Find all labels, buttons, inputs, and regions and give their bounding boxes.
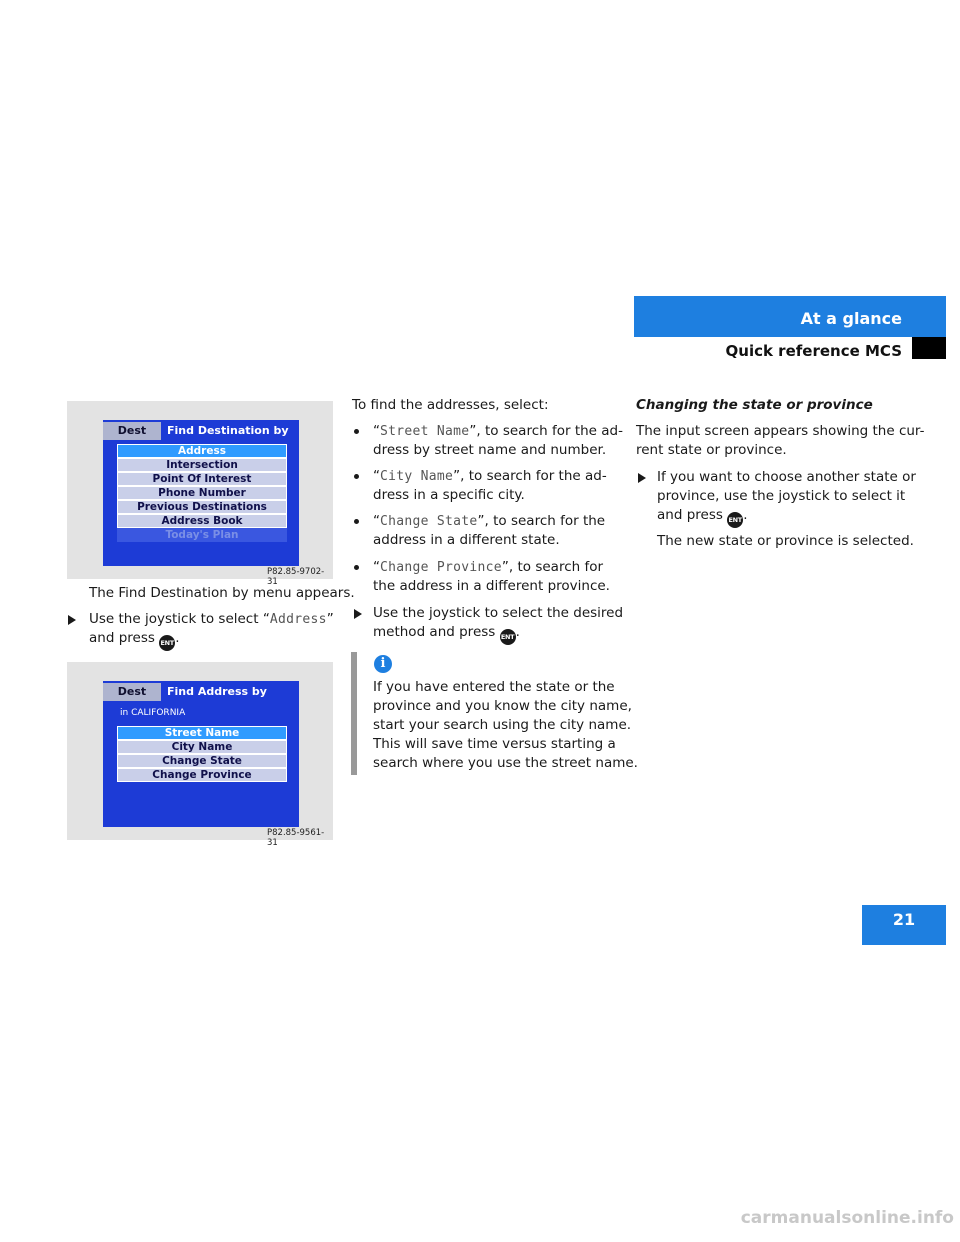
bullet-icon xyxy=(354,565,359,570)
step-3-line-2: province, use the joystick to select it xyxy=(657,488,906,504)
step-3-line-3: and press ENT. xyxy=(657,506,747,528)
page-number-box xyxy=(862,905,946,945)
menu-item-phone[interactable]: Phone Number xyxy=(117,486,287,500)
header-tab xyxy=(634,296,946,337)
ent-button-icon: ENT xyxy=(727,512,744,528)
option-change-province-desc: the address in a different province. xyxy=(373,578,610,594)
step-3-result: The new state or province is selected. xyxy=(657,533,914,549)
menu-item-change-province[interactable]: Change Province xyxy=(117,768,287,782)
intro-text: To find the addresses, select: xyxy=(352,397,549,413)
step-1-line-2: and press ENT. xyxy=(89,629,179,651)
menu-item-address-book[interactable]: Address Book xyxy=(117,514,287,528)
menu-item-previous[interactable]: Previous Destinations xyxy=(117,500,287,514)
figure-code: P82.85-9561-31 xyxy=(267,828,325,848)
step-arrow-icon xyxy=(638,473,646,483)
right-para-line-2: rent state or province. xyxy=(636,442,787,458)
section-title: At a glance xyxy=(800,309,902,328)
bullet-icon xyxy=(354,474,359,479)
nav-screen: Dest Find Address by in CALIFORNIA Stree… xyxy=(103,681,299,827)
caption-1: The Find Destination by menu appears. xyxy=(89,585,355,601)
header-marker xyxy=(912,337,946,359)
watermark: carmanualsonline.info xyxy=(740,1208,954,1228)
menu-item-poi[interactable]: Point Of Interest xyxy=(117,472,287,486)
menu-item-street-name[interactable]: Street Name xyxy=(117,726,287,740)
info-line-5: search where you use the street name. xyxy=(373,755,638,771)
info-line-1: If you have entered the state or the xyxy=(373,679,615,695)
dest-tab: Dest xyxy=(103,422,161,440)
option-change-state-desc: address in a different state. xyxy=(373,532,560,548)
menu-item-intersection[interactable]: Intersection xyxy=(117,458,287,472)
menu-item-address[interactable]: Address xyxy=(117,444,287,458)
bullet-icon xyxy=(354,429,359,434)
menu-item-city-name[interactable]: City Name xyxy=(117,740,287,754)
step-1-line-1: Use the joystick to select “Address” xyxy=(89,611,334,627)
right-para-line-1: The input screen appears showing the cur… xyxy=(636,423,925,439)
info-line-3: start your search using the city name. xyxy=(373,717,632,733)
figure-code: P82.85-9702-31 xyxy=(267,567,325,587)
step-2-line-2: method and press ENT. xyxy=(373,623,520,645)
figure-find-destination: Dest Find Destination by Address Interse… xyxy=(67,401,333,587)
info-icon: i xyxy=(374,655,392,673)
page-number: 21 xyxy=(892,910,916,929)
section-heading: Changing the state or province xyxy=(636,397,873,413)
nav-screen: Dest Find Destination by Address Interse… xyxy=(103,420,299,566)
screen-title: Find Address by xyxy=(167,685,267,698)
screen-subtitle: in CALIFORNIA xyxy=(120,708,186,718)
info-line-2: province and you know the city name, xyxy=(373,698,632,714)
option-change-state: “Change State”, to search for the xyxy=(373,513,606,529)
bullet-icon xyxy=(354,519,359,524)
step-arrow-icon xyxy=(354,609,362,619)
option-change-province: “Change Province”, to search for xyxy=(373,559,604,575)
subsection-title: Quick reference MCS xyxy=(725,342,902,360)
info-box-bar xyxy=(351,652,357,775)
step-arrow-icon xyxy=(68,615,76,625)
option-city-name-desc: dress in a specific city. xyxy=(373,487,525,503)
option-street-name-desc: dress by street name and number. xyxy=(373,442,607,458)
option-city-name: “City Name”, to search for the ad- xyxy=(373,468,607,484)
menu-item-change-state[interactable]: Change State xyxy=(117,754,287,768)
step-2-line-1: Use the joystick to select the desired xyxy=(373,605,624,621)
menu-item-todays-plan: Today's Plan xyxy=(117,528,287,542)
ent-button-icon: ENT xyxy=(159,635,176,651)
option-street-name: “Street Name”, to search for the ad- xyxy=(373,423,623,439)
dest-tab: Dest xyxy=(103,683,161,701)
step-3-line-1: If you want to choose another state or xyxy=(657,469,916,485)
ent-button-icon: ENT xyxy=(499,629,516,645)
screen-title: Find Destination by xyxy=(167,424,289,437)
figure-find-address: Dest Find Address by in CALIFORNIA Stree… xyxy=(67,662,333,848)
info-line-4: This will save time versus starting a xyxy=(373,736,616,752)
